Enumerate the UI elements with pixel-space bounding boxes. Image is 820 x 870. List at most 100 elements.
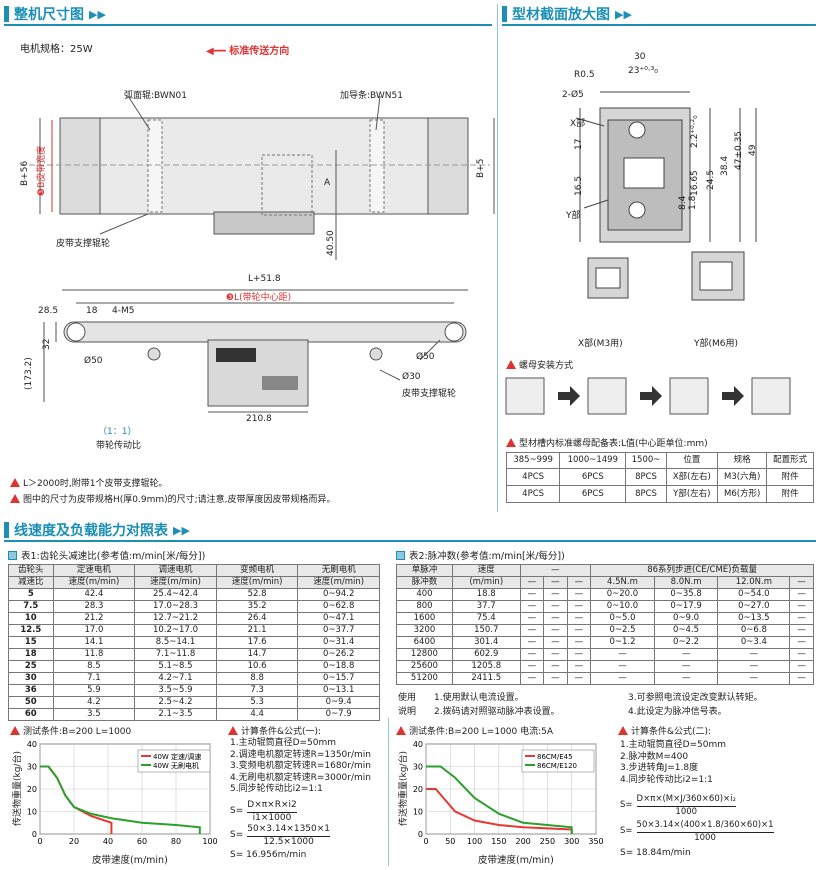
table-cell: 4PCS [505, 468, 561, 486]
table-cell: — [519, 588, 545, 601]
direction-text: 标准传送方向 [229, 46, 290, 57]
table-header-cell: 8.0N.m [653, 576, 719, 589]
table-cell: 6PCS [559, 468, 627, 486]
table-cell: 4.2~7.1 [134, 672, 217, 685]
profile-d49: 49 [748, 144, 758, 156]
calc1-formula-2: S= 50×3.14×1350×1 12.5×1000 [230, 824, 331, 848]
table-cell: 0~2.5 [590, 624, 655, 637]
formula-s: S= [620, 800, 633, 811]
left-arrow-icon: ◀━━ [206, 46, 230, 57]
x-tick-label: 350 [588, 837, 603, 846]
conveyor-top-view [59, 117, 469, 215]
table-row: 4PCS 6PCS 8PCS Y部(左右) M6(方形) 附件 [505, 485, 814, 503]
table1: 齿轮头 定速电机 调速电机 变频电机 无刷电机 减速比 速度(m/min) 速度… [8, 564, 380, 721]
table-cell: 7.1~11.8 [134, 648, 217, 661]
table-cell: 25.4~42.4 [134, 588, 217, 601]
warning-icon [618, 726, 628, 735]
table-cell: 1000~1499 [559, 452, 627, 469]
section-bar [4, 522, 9, 538]
table-cell: 17.6 [215, 636, 299, 649]
table-cell: M6(方形) [716, 485, 768, 503]
calc-title-text: 计算条件&公式(一): [241, 727, 322, 737]
table-cell: 25 [8, 660, 54, 673]
table-header-cell: 无刷电机 [297, 564, 380, 577]
belt-width-label: ❸B皮带宽度 [37, 145, 47, 196]
column-divider [388, 718, 389, 866]
table-cell: 35.2 [215, 600, 299, 613]
x-tick-label: 50 [445, 837, 455, 846]
table-cell: 0~62.8 [297, 600, 380, 613]
table-header-cell: 4.5N.m [590, 576, 655, 589]
dim-b5: B+5 [476, 158, 486, 178]
table-cell: 4.2 [52, 696, 136, 709]
calc2-title: 计算条件&公式(二): [618, 724, 711, 737]
x-tick-label: 60 [137, 837, 147, 846]
table-cell: 12800 [396, 648, 453, 661]
x-tick-label: 200 [516, 837, 531, 846]
table2: 单脉冲 速度 — 86系列步进(CE/CME)负载量 脉冲数 (m/min) —… [396, 564, 814, 685]
column-divider [497, 4, 498, 512]
table-cell: — [789, 636, 814, 649]
warning-icon [506, 360, 516, 369]
table-row: 4PCS 6PCS 8PCS X部(左右) M3(六角) 附件 [505, 468, 814, 486]
x-tick-label: 20 [69, 837, 79, 846]
table-cell: 30 [8, 672, 54, 685]
table-cell: 8.5 [52, 660, 136, 673]
table-cell: 42.4 [52, 588, 136, 601]
table-cell: — [653, 648, 719, 661]
table-cell: 50 [8, 696, 54, 709]
table-cell: — [789, 660, 814, 673]
table-cell: 0~13.5 [717, 612, 791, 625]
table-header-cell: 调速电机 [134, 564, 217, 577]
fraction-num: D×π×R×i2 [247, 800, 297, 813]
series-line [426, 788, 573, 834]
chart1-xlabel: 皮带速度(m/min) [92, 855, 168, 866]
calc1-formula-1: S= D×π×R×i2 i1×1000 [230, 800, 297, 824]
dim-b56: B+56 [20, 160, 30, 186]
usage-1: 1.使用默认电流设置。 [434, 693, 524, 703]
table-cell: — [519, 600, 545, 613]
fraction: D×π×(M×J/360×60)×i₂ 1000 [636, 794, 736, 818]
fraction-den: 1000 [694, 832, 716, 843]
table-cell: M3(六角) [716, 468, 768, 486]
test-title-text: 测试条件:B=200 L=1000 电流:5A [409, 727, 554, 737]
table-cell: — [789, 612, 814, 625]
nut-steps-drawing [505, 377, 791, 415]
profile-drawing [575, 91, 757, 301]
x-tick-label: 100 [467, 837, 482, 846]
ratio-label: 带轮传动比 [96, 441, 142, 451]
note-1: L＞2000时,附带1个皮带支撑辊轮。 [10, 476, 168, 489]
table-cell: 8.8 [215, 672, 299, 685]
profile-xbu: X部 [570, 119, 586, 129]
table-header-cell: — [519, 564, 592, 577]
table-cell: 0~3.4 [717, 636, 791, 649]
table-header-cell: 齿轮头 [8, 564, 54, 577]
table-cell: — [717, 660, 791, 673]
table-cell: 36 [8, 684, 54, 697]
calc1-lines: 1.主动辊筒直径D=50mm 2.调速电机额定转速R=1350r/min 3.变… [230, 738, 371, 796]
warning-icon [506, 438, 516, 447]
formula-s: S= [230, 806, 244, 817]
table-cell: 配置形式 [766, 452, 814, 469]
calc2-result: S= 18.84m/min [620, 848, 691, 858]
table-cell: 0~15.7 [297, 672, 380, 685]
table-cell: — [519, 612, 545, 625]
y-detail-label: Y部(M6用) [694, 339, 739, 349]
section-title-text: 型材截面放大图 [512, 7, 610, 23]
fraction-den: i1×1000 [252, 812, 292, 823]
formula-s: S= [620, 826, 633, 837]
table-cell: — [653, 660, 719, 673]
table-cell: 8PCS [625, 485, 667, 503]
table-cell: — [519, 624, 545, 637]
table-cell: — [717, 648, 791, 661]
caption-text: 表2:脉冲数(参考值:m/min[米/每分]) [409, 551, 565, 562]
calc-line: 2.调速电机额定转速R=1350r/min [230, 749, 371, 760]
table-cell: 21.2 [52, 612, 136, 625]
table-cell: 28.3 [52, 600, 136, 613]
table-cell: 12.7~21.2 [134, 612, 217, 625]
table-cell: 10.6 [215, 660, 299, 673]
table-header-cell: 脉冲数 [396, 576, 453, 589]
